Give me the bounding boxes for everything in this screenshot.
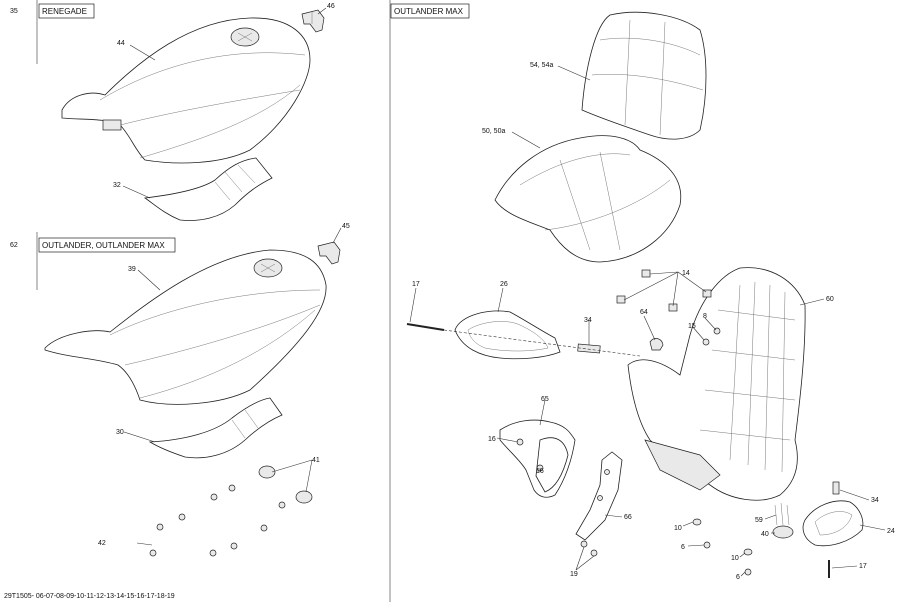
outlander-label-box: OUTLANDER, OUTLANDER MAX (38, 237, 176, 253)
callout-10b: 10 (731, 555, 739, 562)
callout-44: 44 (117, 40, 125, 47)
renegade-ref: 35 (10, 8, 18, 15)
callout-17a: 17 (412, 281, 420, 288)
passenger-seat-cushion (494, 135, 682, 263)
clip-64 (649, 338, 664, 351)
callout-42: 42 (98, 540, 106, 547)
screw-6a (703, 541, 711, 549)
handle (454, 310, 561, 360)
spacer-34 (577, 343, 601, 354)
callout-41: 41 (312, 457, 320, 464)
latch (575, 451, 623, 541)
assembly-line-rod (443, 329, 641, 357)
callout-54: 54, 54a (530, 62, 553, 69)
callout-32: 32 (113, 182, 121, 189)
bushings-14 (616, 269, 712, 312)
leader-lines (122, 7, 886, 577)
outlander-max-label: OUTLANDER MAX (394, 7, 464, 16)
callout-39: 39 (128, 266, 136, 273)
callout-26: 26 (500, 281, 508, 288)
callout-16a: 16 (488, 436, 496, 443)
callout-6b: 6 (736, 574, 740, 581)
callout-19: 19 (570, 571, 578, 578)
callout-8: 8 (703, 313, 707, 320)
renegade-seat (61, 17, 311, 164)
backrest-pad (581, 11, 707, 140)
screw-19a (580, 540, 588, 548)
callout-66: 66 (624, 514, 632, 521)
renegade-label-box: RENEGADE (38, 3, 95, 19)
callout-6a: 6 (681, 544, 685, 551)
outlander-seat (44, 249, 327, 405)
outlander-max-label-box: OUTLANDER MAX (390, 3, 470, 19)
callout-45: 45 (342, 223, 350, 230)
washer-10a (692, 518, 702, 526)
callout-17b: 17 (859, 563, 867, 570)
callout-65: 65 (541, 396, 549, 403)
side-panel (499, 419, 576, 498)
bumper-pads (258, 465, 313, 504)
renegade-clip (301, 9, 325, 33)
callout-60: 60 (826, 296, 834, 303)
drawing-code: 29T1505- 06-07-08-09-10-11-12-13-14-15-1… (4, 593, 175, 600)
outlander-clip (317, 241, 341, 265)
callout-59: 59 (755, 517, 763, 524)
rod-17 (406, 323, 445, 331)
pad-40 (772, 502, 794, 539)
callout-10a: 10 (674, 525, 682, 532)
callout-50: 50, 50a (482, 128, 505, 135)
screw-6b (744, 568, 752, 576)
seat-frame (627, 267, 806, 501)
renegade-label: RENEGADE (42, 7, 87, 16)
bracket-24 (802, 500, 864, 547)
outlander-heat-shield (148, 397, 283, 459)
callout-40: 40 (761, 531, 769, 538)
callout-15: 15 (688, 323, 696, 330)
screws-42 (149, 484, 286, 557)
screw-15 (702, 338, 710, 346)
callout-46: 46 (327, 3, 335, 10)
callout-14: 14 (682, 270, 690, 277)
outlander-label: OUTLANDER, OUTLANDER MAX (42, 241, 165, 250)
screw-19b (590, 549, 598, 557)
callout-34a: 34 (584, 317, 592, 324)
callout-64: 64 (640, 309, 648, 316)
callout-34b: 34 (871, 497, 879, 504)
outlander-ref: 62 (10, 242, 18, 249)
washer-10b (743, 548, 753, 556)
pin-34 (832, 481, 840, 495)
callout-30: 30 (116, 429, 124, 436)
callout-24: 24 (887, 528, 895, 535)
renegade-heat-shield (143, 157, 273, 221)
callout-16b: 16 (536, 468, 544, 475)
